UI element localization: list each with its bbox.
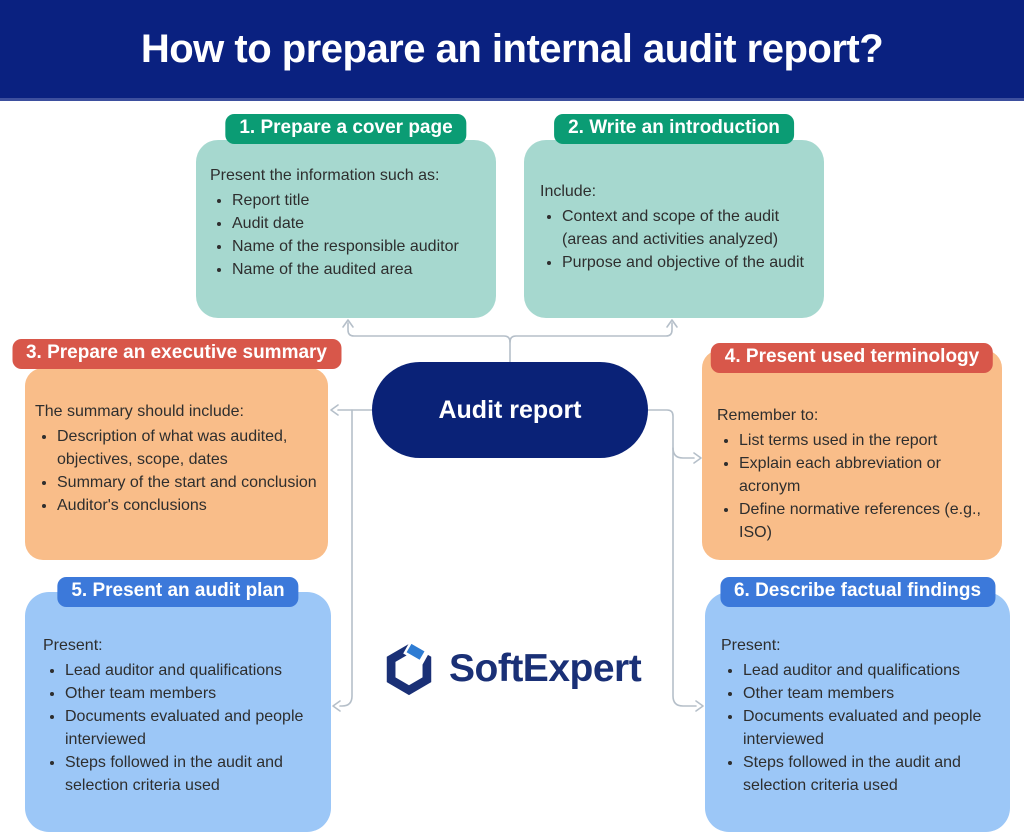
step-4-body: Remember to: List terms used in the repo… bbox=[702, 350, 1002, 560]
bullet-item: Documents evaluated and people interview… bbox=[65, 705, 313, 751]
step-6-header: 6. Describe factual findings bbox=[719, 577, 996, 607]
step-3-intro: The summary should include: bbox=[35, 403, 244, 420]
audit-report-node: Audit report bbox=[372, 362, 648, 458]
step-2-header: 2. Write an introduction bbox=[554, 114, 794, 144]
bullet-item: Lead auditor and qualifications bbox=[743, 659, 994, 682]
softexpert-hexagon-icon bbox=[386, 640, 432, 696]
step-1-title: 1. Prepare a cover page bbox=[239, 117, 453, 138]
step-2-title: 2. Write an introduction bbox=[568, 117, 780, 138]
step-6-body: Present: Lead auditor and qualifications… bbox=[705, 592, 1010, 832]
step-5-intro: Present: bbox=[43, 637, 103, 654]
bullet-item: Documents evaluated and people interview… bbox=[743, 705, 994, 751]
bullet-item: Other team members bbox=[65, 682, 313, 705]
bullet-item: Define normative references (e.g., ISO) bbox=[739, 498, 987, 544]
bullet-item: Auditor's conclusions bbox=[57, 494, 318, 517]
step-6-title: 6. Describe factual findings bbox=[733, 580, 982, 601]
step-card-audit-plan: 5. Present an audit plan Present: Lead a… bbox=[25, 577, 331, 832]
step-2-bullet-list: Context and scope of the audit (areas an… bbox=[540, 205, 808, 274]
step-3-title: 3. Prepare an executive summary bbox=[25, 342, 328, 363]
softexpert-wordmark: SoftExpert bbox=[449, 646, 642, 690]
bullet-item: Steps followed in the audit and selectio… bbox=[743, 751, 994, 797]
step-card-cover-page: 1. Prepare a cover page Present the info… bbox=[196, 114, 496, 318]
step-2-body: Include: Context and scope of the audit … bbox=[524, 140, 824, 318]
softexpert-logo: SoftExpert bbox=[380, 638, 642, 698]
step-1-intro: Present the information such as: bbox=[210, 167, 440, 184]
step-card-factual-findings: 6. Describe factual findings Present: Le… bbox=[705, 577, 1010, 832]
step-5-header: 5. Present an audit plan bbox=[57, 577, 299, 607]
step-4-bullet-list: List terms used in the reportExplain eac… bbox=[717, 429, 987, 544]
step-5-body: Present: Lead auditor and qualifications… bbox=[25, 592, 331, 832]
step-4-header: 4. Present used terminology bbox=[710, 343, 994, 373]
step-5-title: 5. Present an audit plan bbox=[71, 580, 285, 601]
step-3-bullet-list: Description of what was audited, objecti… bbox=[35, 425, 318, 517]
step-3-body: The summary should include: Description … bbox=[25, 368, 328, 560]
step-1-bullet-list: Report titleAudit dateName of the respon… bbox=[210, 189, 482, 281]
step-5-bullet-list: Lead auditor and qualificationsOther tea… bbox=[43, 659, 313, 797]
bullet-item: Explain each abbreviation or acronym bbox=[739, 452, 987, 498]
step-4-title: 4. Present used terminology bbox=[724, 346, 980, 367]
step-4-intro: Remember to: bbox=[717, 407, 819, 424]
step-1-body: Present the information such as: Report … bbox=[196, 140, 496, 318]
bullet-item: Name of the audited area bbox=[232, 258, 482, 281]
step-3-header: 3. Prepare an executive summary bbox=[11, 339, 342, 369]
page-title: How to prepare an internal audit report? bbox=[140, 26, 884, 71]
step-card-executive-summary: 3. Prepare an executive summary The summ… bbox=[11, 339, 342, 560]
bullet-item: Report title bbox=[232, 189, 482, 212]
step-6-bullet-list: Lead auditor and qualificationsOther tea… bbox=[721, 659, 994, 797]
bullet-item: Steps followed in the audit and selectio… bbox=[65, 751, 313, 797]
bullet-item: Purpose and objective of the audit bbox=[562, 251, 808, 274]
bullet-item: Audit date bbox=[232, 212, 482, 235]
bullet-item: Description of what was audited, objecti… bbox=[57, 425, 318, 471]
bullet-item: Context and scope of the audit (areas an… bbox=[562, 205, 808, 251]
bullet-item: Name of the responsible auditor bbox=[232, 235, 482, 258]
title-banner: How to prepare an internal audit report? bbox=[0, 0, 1024, 101]
audit-report-label: Audit report bbox=[438, 395, 582, 424]
step-card-introduction: 2. Write an introduction Include: Contex… bbox=[524, 114, 824, 318]
bullet-item: Lead auditor and qualifications bbox=[65, 659, 313, 682]
step-1-header: 1. Prepare a cover page bbox=[225, 114, 467, 144]
step-card-terminology: 4. Present used terminology Remember to:… bbox=[702, 343, 1002, 560]
bullet-item: List terms used in the report bbox=[739, 429, 987, 452]
bullet-item: Other team members bbox=[743, 682, 994, 705]
step-6-intro: Present: bbox=[721, 637, 781, 654]
bullet-item: Summary of the start and conclusion bbox=[57, 471, 318, 494]
step-2-intro: Include: bbox=[540, 183, 597, 200]
